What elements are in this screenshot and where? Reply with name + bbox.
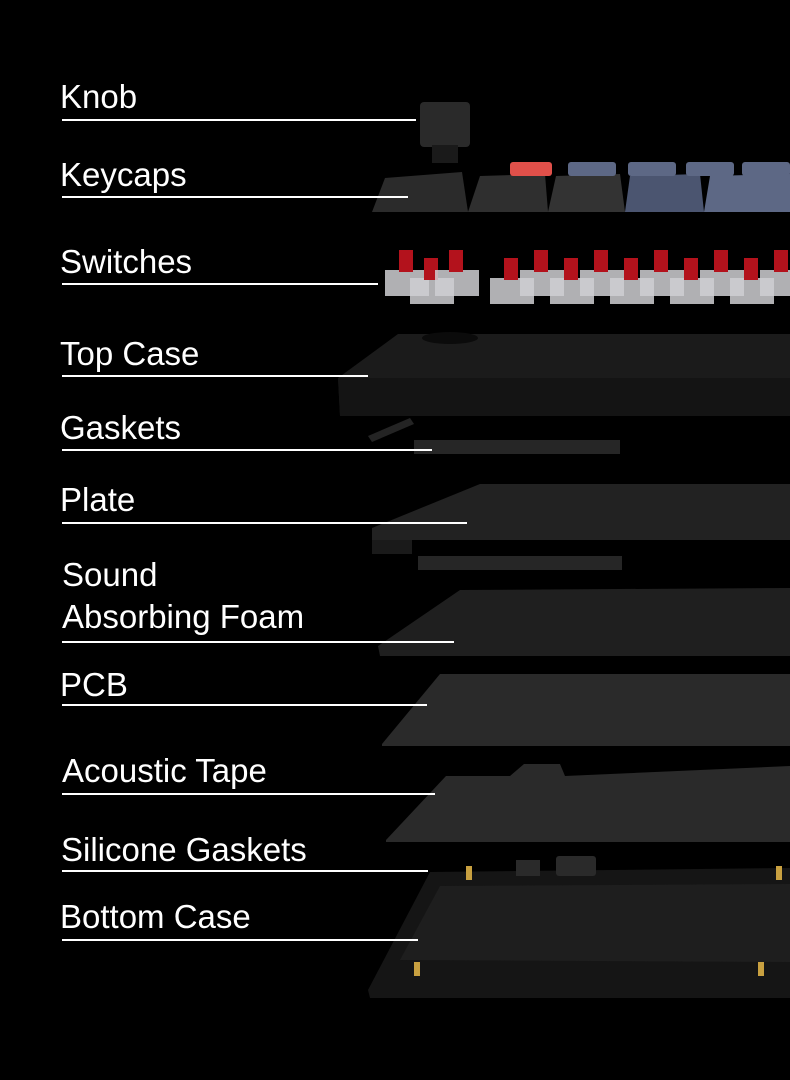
switch-stem <box>534 250 548 272</box>
gaskets-part <box>368 418 620 454</box>
label-top-case: Top Case <box>60 335 200 372</box>
label-bottom-case: Bottom Case <box>60 898 251 935</box>
plate-part <box>372 484 790 570</box>
keycaps-part <box>372 162 790 212</box>
label-foam-line2: Absorbing Foam <box>62 598 305 635</box>
switch-stem <box>624 258 638 280</box>
knob-part <box>420 102 470 163</box>
switch-housing <box>760 270 790 296</box>
leader-line-gaskets <box>62 449 432 451</box>
label-acoustic-tape: Acoustic Tape <box>62 752 267 789</box>
switch-stem <box>654 250 668 272</box>
pcb-part <box>382 674 790 746</box>
switch-housing <box>435 270 479 296</box>
switch-stem <box>449 250 463 272</box>
leader-line-keycaps <box>62 196 408 198</box>
leader-line-foam <box>62 641 454 643</box>
label-foam-line1: Sound <box>62 556 158 593</box>
switch-stem <box>424 258 438 280</box>
leader-line-switches <box>62 283 378 285</box>
label-silicone-gaskets: Silicone Gaskets <box>61 831 307 868</box>
sound-absorbing-foam-part <box>378 588 790 656</box>
switches-part <box>385 250 790 304</box>
leader-line-silicone-gaskets <box>62 870 428 872</box>
switch-stem <box>504 258 518 280</box>
leader-line-acoustic-tape <box>62 793 435 795</box>
switch-stem <box>564 258 578 280</box>
label-pcb: PCB <box>60 666 128 703</box>
top-case-part <box>338 332 790 416</box>
switch-stem <box>594 250 608 272</box>
switch-stem <box>774 250 788 272</box>
acoustic-tape-part <box>386 764 790 842</box>
leader-line-top-case <box>62 375 368 377</box>
label-switches: Switches <box>60 243 193 280</box>
leader-line-plate <box>62 522 467 524</box>
switch-stem <box>714 250 728 272</box>
leader-line-knob <box>62 119 416 121</box>
leader-line-bottom-case <box>62 939 418 941</box>
label-gaskets: Gaskets <box>60 409 182 446</box>
bottom-case-part <box>368 856 790 998</box>
label-plate: Plate <box>60 481 136 518</box>
switch-stem <box>744 258 758 280</box>
label-keycaps: Keycaps <box>60 156 187 193</box>
label-knob: Knob <box>60 78 138 115</box>
switch-stem <box>399 250 413 272</box>
switch-stem <box>684 258 698 280</box>
leader-line-pcb <box>62 704 427 706</box>
